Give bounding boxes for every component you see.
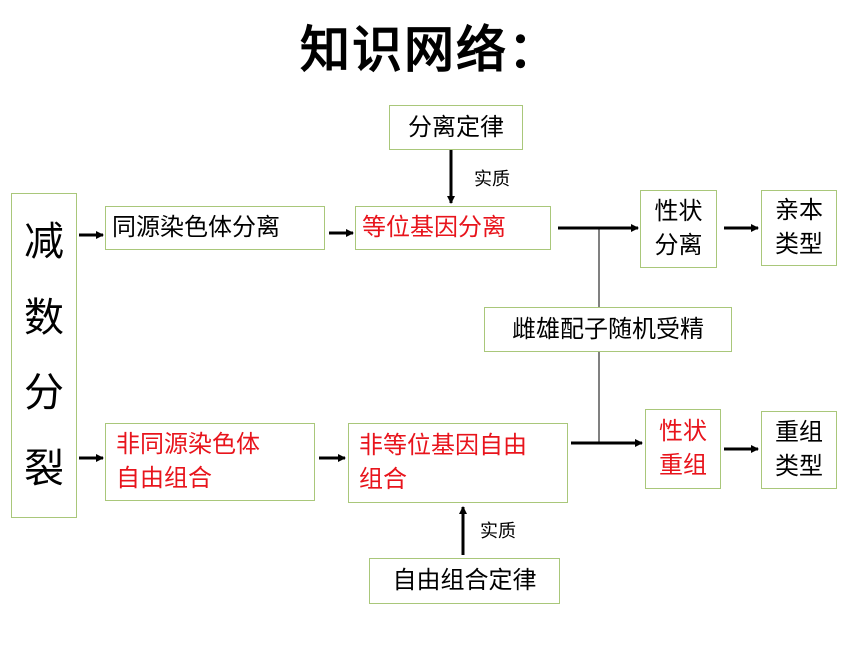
- nonhomologous-assortment-box: 非同源染色体 自由组合: [105, 423, 315, 501]
- trait-recombination-box: 性状 重组: [645, 409, 721, 489]
- meiosis-char: 分: [24, 370, 64, 417]
- trait-separation-line1: 性状: [654, 197, 703, 226]
- parental-type-box: 亲本 类型: [761, 190, 837, 266]
- segregation-law-label: 分离定律: [408, 112, 504, 141]
- allele-separation-box: 等位基因分离: [355, 206, 551, 250]
- independent-assortment-law-label: 自由组合定律: [392, 566, 537, 595]
- homologous-separation-label: 同源染色体分离: [112, 213, 280, 242]
- nonallelic-assortment-box: 非等位基因自由 组合: [348, 423, 568, 503]
- trait-recomb-line1: 性状: [659, 417, 707, 446]
- essence-label-bottom: 实质: [480, 521, 516, 542]
- essence-label-top: 实质: [474, 169, 510, 190]
- trait-recomb-line2: 重组: [659, 451, 707, 479]
- segregation-law-box: 分离定律: [389, 105, 523, 150]
- meiosis-char: 裂: [24, 446, 64, 493]
- parental-type-line1: 亲本: [775, 196, 823, 225]
- nonallelic-line2: 组合: [359, 465, 407, 493]
- homologous-separation-box: 同源染色体分离: [105, 206, 325, 250]
- gamete-fertilization-box: 雌雄配子随机受精: [484, 307, 732, 352]
- independent-assortment-law-box: 自由组合定律: [369, 558, 560, 604]
- recomb-type-line2: 类型: [775, 452, 823, 480]
- nonhomologous-line1: 非同源染色体: [116, 430, 260, 459]
- recomb-type-line1: 重组: [775, 418, 823, 447]
- page-title: 知识网络：: [300, 21, 560, 79]
- nonallelic-line1: 非等位基因自由: [359, 431, 527, 460]
- recombinant-type-box: 重组 类型: [761, 411, 837, 489]
- meiosis-char: 数: [24, 294, 64, 341]
- trait-separation-box: 性状 分离: [640, 190, 717, 268]
- meiosis-box: 减 数 分 裂: [11, 193, 77, 518]
- allele-separation-label: 等位基因分离: [362, 213, 506, 242]
- nonhomologous-line2: 自由组合: [116, 464, 212, 492]
- meiosis-char: 减: [24, 218, 64, 265]
- trait-separation-line2: 分离: [654, 231, 703, 259]
- gamete-fertilization-label: 雌雄配子随机受精: [512, 314, 704, 343]
- parental-type-line2: 类型: [775, 230, 823, 258]
